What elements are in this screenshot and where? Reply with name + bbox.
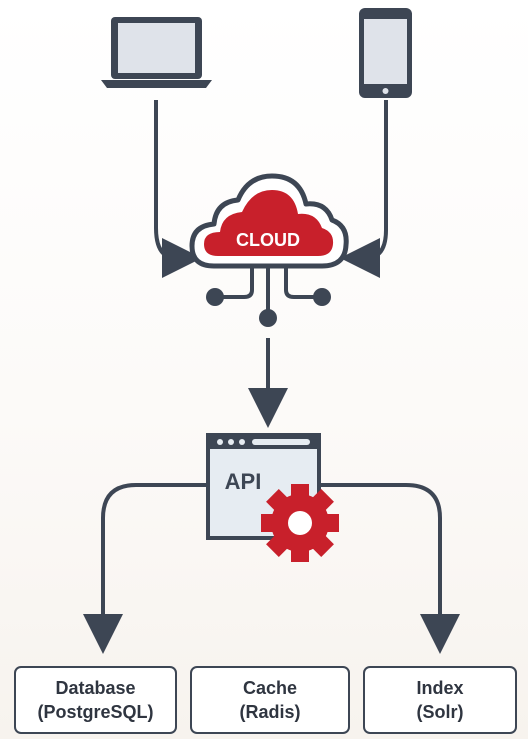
laptop-to-cloud-arrow (154, 100, 202, 278)
cache-detail: (Radis) (239, 702, 301, 722)
index-detail: (Solr) (416, 702, 464, 722)
cloud-icon: CLOUD (189, 173, 349, 269)
cache-box: Cache (Radis) (190, 666, 350, 734)
smartphone-icon (359, 8, 412, 98)
gear-icon (261, 484, 339, 562)
connector-node-left (206, 288, 224, 306)
database-detail: (PostgreSQL) (37, 702, 154, 722)
database-box: Database (PostgreSQL) (14, 666, 177, 734)
connector-node-right (313, 288, 331, 306)
index-name: Index (416, 678, 464, 698)
database-name: Database (55, 678, 136, 698)
cloud-label: CLOUD (236, 230, 300, 250)
api-label: API (225, 469, 262, 494)
phone-to-cloud-arrow (340, 100, 388, 278)
cache-name: Cache (242, 678, 298, 698)
cloud-connectors (222, 268, 316, 311)
connector-node-center (259, 309, 277, 327)
index-box: Index (Solr) (363, 666, 517, 734)
api-to-index-arrow (319, 483, 460, 654)
api-to-database-arrow (83, 483, 208, 654)
laptop-icon (101, 17, 212, 88)
